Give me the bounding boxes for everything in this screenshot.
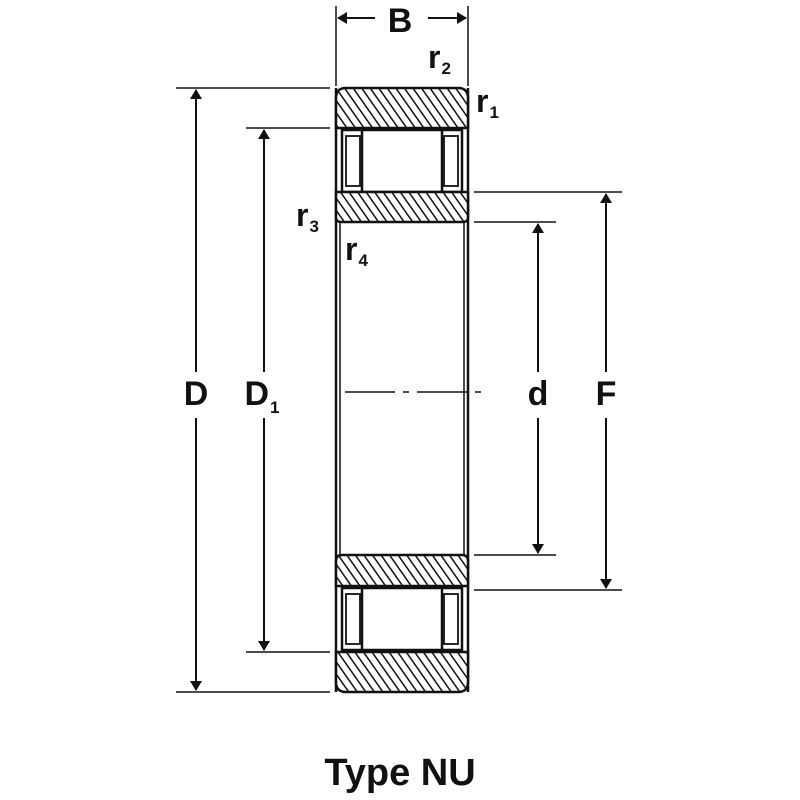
inner-ring-bottom bbox=[334, 553, 470, 588]
chamfer-label-r2: r2 bbox=[428, 39, 451, 78]
outer-diameter-label-d: D bbox=[184, 375, 209, 413]
chamfer-label-r4: r4 bbox=[345, 231, 368, 270]
inner-ring-top bbox=[334, 190, 470, 224]
chamfer-label-r1: r1 bbox=[476, 83, 499, 122]
roller-top bbox=[340, 128, 464, 194]
width-label-b: B bbox=[388, 2, 413, 40]
bearing-body bbox=[334, 88, 470, 692]
outer-ring-bottom bbox=[334, 650, 470, 694]
extension-lines bbox=[176, 6, 622, 693]
bore-label-d: d bbox=[528, 375, 549, 413]
chamfer-label-r3: r3 bbox=[296, 197, 319, 236]
inner-raceway-label-f: F bbox=[596, 375, 617, 413]
diagram-caption: Type NU bbox=[324, 752, 476, 794]
raceway-diameter-label-d1: D1 bbox=[244, 375, 279, 417]
outer-ring-top bbox=[334, 86, 470, 130]
dimension-lines bbox=[190, 12, 612, 691]
roller-bottom bbox=[340, 586, 464, 652]
